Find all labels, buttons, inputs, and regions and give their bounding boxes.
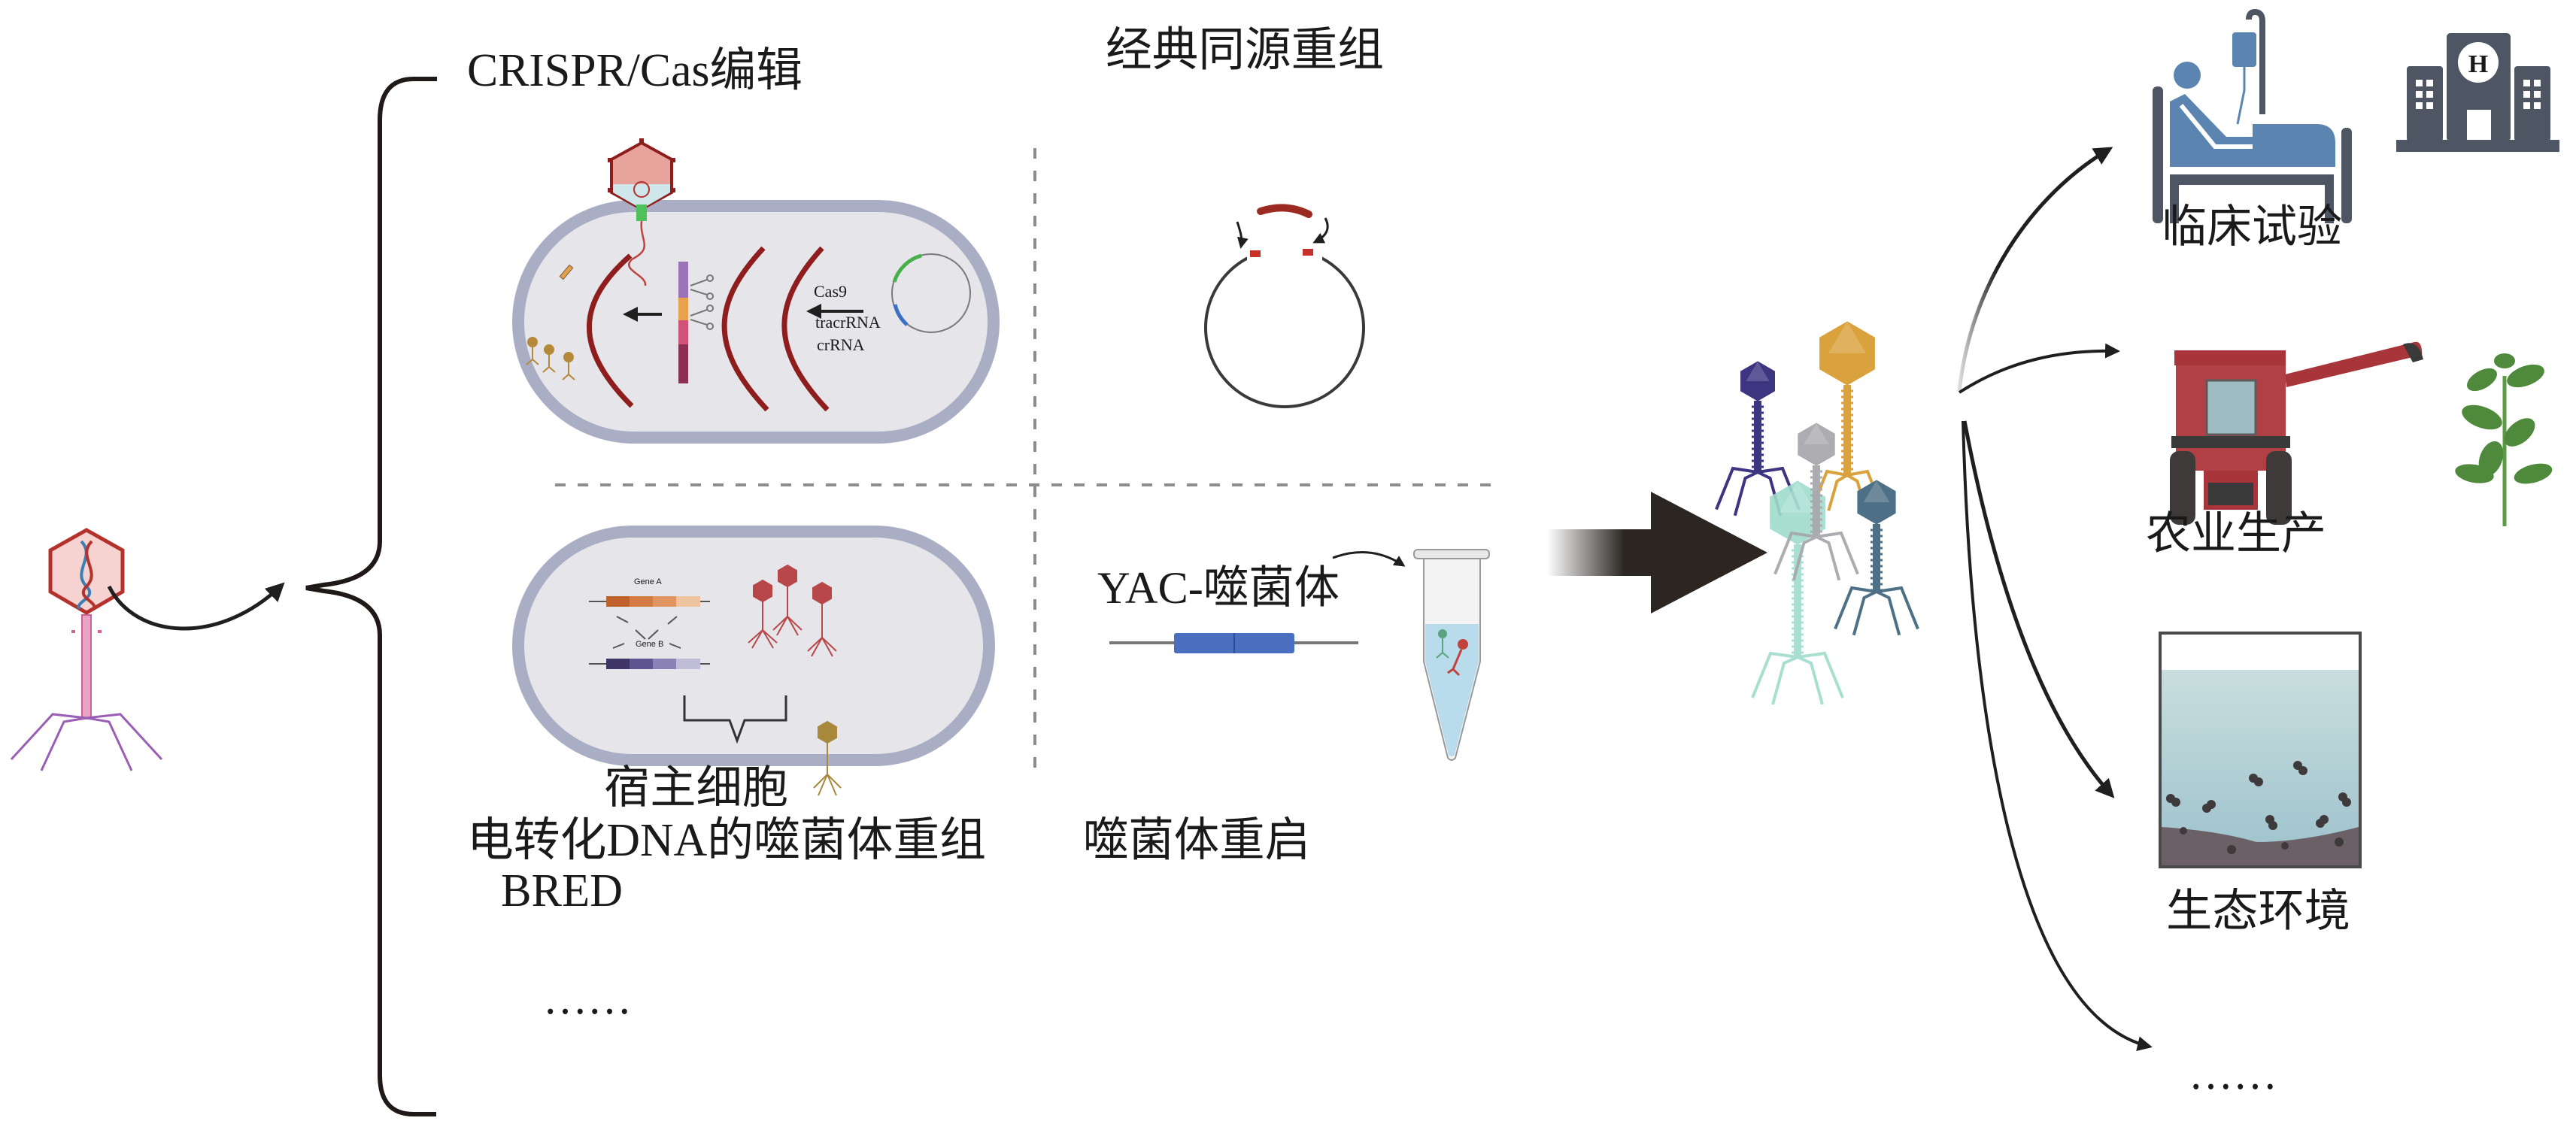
host-cell-label: 宿主细胞: [604, 763, 788, 813]
tracrrna-label: tracrRNA: [815, 313, 881, 332]
source-phage-icon: [10, 528, 163, 771]
phage-steel-icon: [1834, 480, 1919, 636]
plasmid-icon: [891, 253, 971, 333]
arrow-to-clinical: [1957, 147, 2113, 392]
agriculture-label: 农业生产: [2146, 509, 2326, 559]
application-arrows: [1957, 147, 2153, 1052]
arrow-to-more: [1962, 420, 2153, 1052]
scissors-icon: [690, 274, 714, 330]
harvester-icon: [2170, 341, 2423, 525]
crispr-host-cell: Cas9 tracrRNA crRNA: [512, 138, 1000, 444]
phage-reboot-panel: YAC-噬菌体: [1097, 549, 1490, 761]
cas9-label: Cas9: [814, 282, 847, 301]
arrow-to-agriculture: [1958, 343, 2120, 394]
bred-title-line1: 电转化DNA的噬菌体重组: [467, 815, 986, 866]
gene-b-label: Gene B: [636, 640, 663, 649]
applications-more-ellipsis: ……: [2189, 1048, 2277, 1099]
homologous-recombination-plasmid: [1204, 204, 1365, 408]
patient-bed-icon: [2153, 8, 2352, 223]
homologous-recombination-title: 经典同源重组: [1106, 25, 1384, 76]
phage-gold-icon: [1812, 321, 1883, 511]
clinical-label: 临床试验: [2162, 202, 2342, 252]
phage-reboot-title: 噬菌体重启: [1083, 815, 1310, 866]
arrow-to-ecology: [1962, 420, 2115, 798]
crrna-label: crRNA: [817, 335, 865, 354]
gene-a-label: Gene A: [634, 577, 662, 586]
source-to-methods-arrow: [107, 582, 285, 631]
svg-text:H: H: [2468, 50, 2488, 78]
big-result-arrow: [1547, 492, 1767, 613]
bred-title-line2: BRED: [501, 865, 623, 916]
phage-teal-icon: [1751, 480, 1844, 705]
yac-phage-label: YAC-噬菌体: [1097, 563, 1340, 613]
progeny-phages-icon: [748, 564, 837, 657]
test-tube-icon: [1413, 549, 1490, 761]
phage-gray-icon: [1773, 423, 1859, 581]
hospital-icon: H: [2396, 33, 2559, 152]
engineered-phage-cluster: [1715, 321, 1919, 705]
bred-host-cell: Gene A Gene B 宿主细胞: [512, 526, 995, 813]
plant-icon: [2455, 353, 2553, 526]
small-phages-icon: [526, 337, 575, 380]
crispr-title: CRISPR/Cas编辑: [467, 45, 803, 96]
recombinant-phage-icon: [813, 720, 842, 796]
injecting-phage-icon: [608, 138, 675, 286]
water-tank-icon: [2159, 632, 2362, 868]
methods-bracket: [305, 77, 437, 1116]
methods-more-ellipsis: ……: [543, 973, 632, 1024]
ecology-label: 生态环境: [2166, 886, 2350, 936]
